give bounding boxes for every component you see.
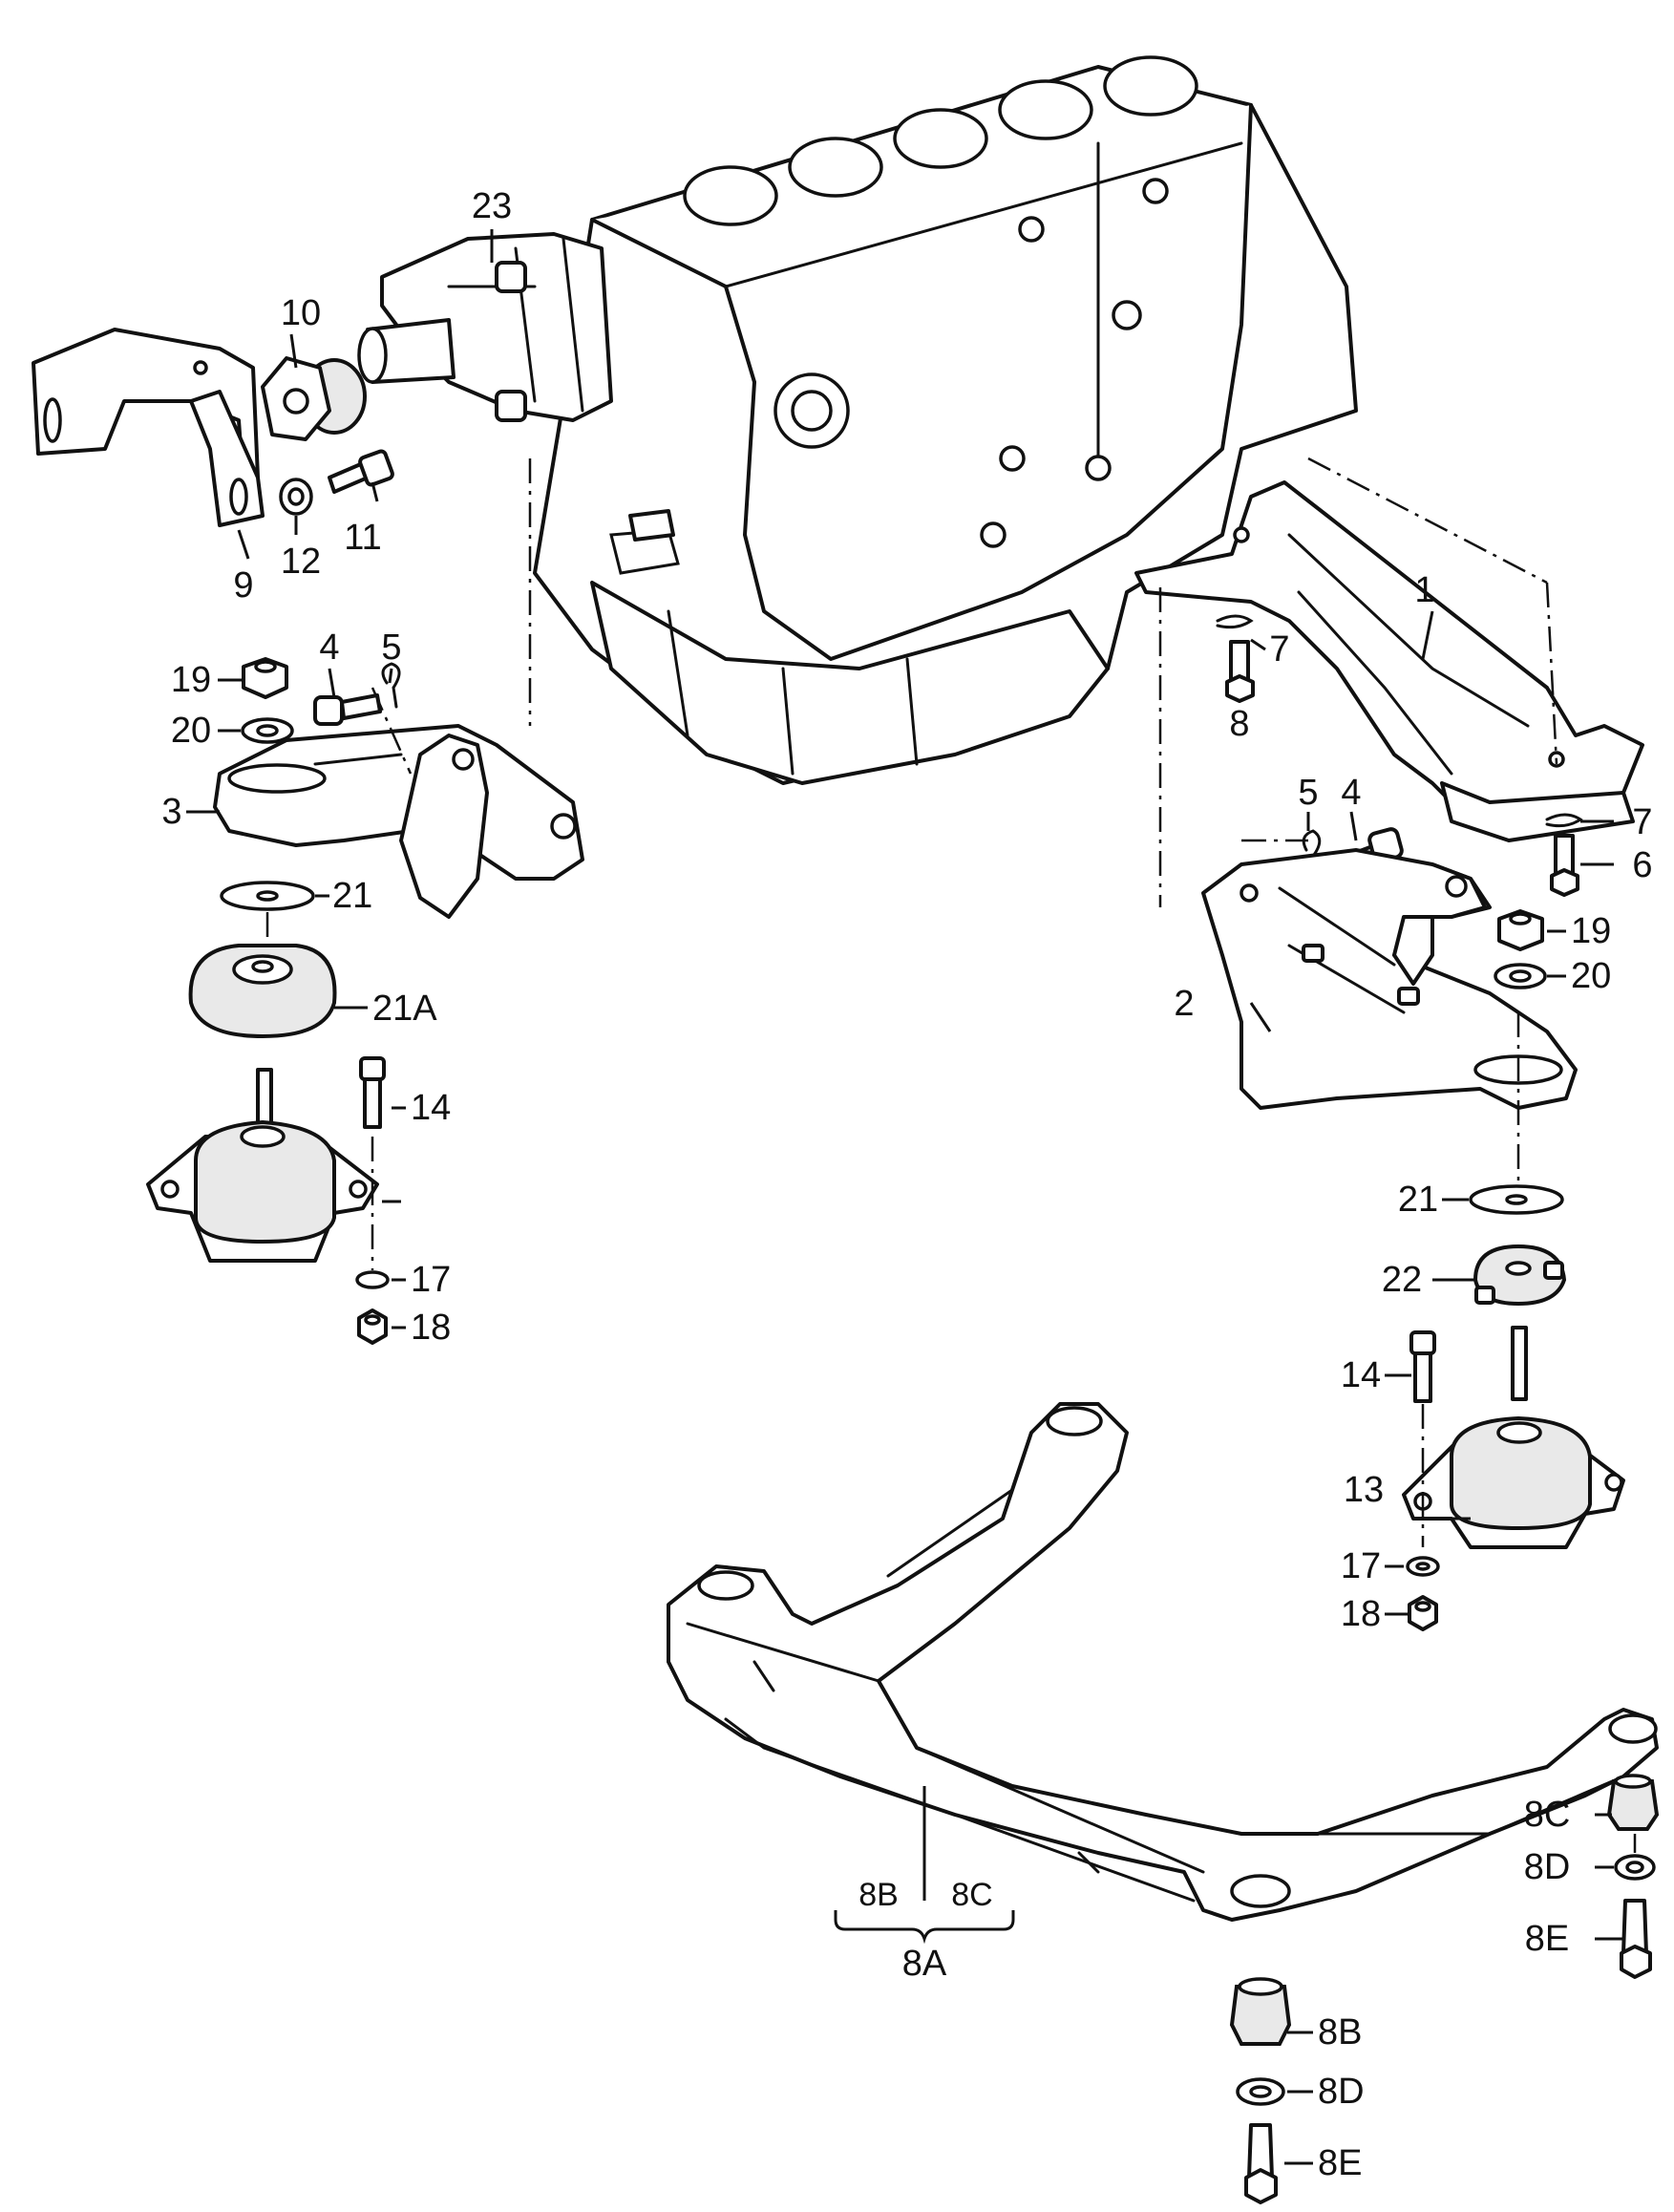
part-3-left-support-arm	[213, 724, 584, 919]
callout-5-left: 5	[381, 627, 401, 668]
callout-19-left: 19	[171, 660, 211, 700]
callout-13: 13	[1344, 1470, 1384, 1510]
callout-20-left: 20	[171, 711, 211, 751]
callout-8B-group: 8B	[858, 1877, 899, 1913]
part-21-washer-left	[220, 881, 315, 911]
callout-11: 11	[344, 518, 381, 558]
part-8B-bushing-bottom	[1229, 1977, 1292, 2046]
callout-8D-bottom: 8D	[1318, 2072, 1365, 2112]
callout-2: 2	[1174, 984, 1194, 1024]
callout-23: 23	[472, 186, 512, 226]
part-20-washer-left	[241, 717, 294, 744]
part-4-bolt-left	[313, 693, 382, 726]
alignment-lines	[265, 457, 1637, 1853]
part-8C-bushing-right	[1606, 1774, 1660, 1831]
part-2-right-support-arm	[1201, 848, 1578, 1110]
part-7-clip-lower	[1545, 813, 1583, 828]
part-17-washer-left	[355, 1270, 390, 1289]
part-23-front-bracket	[357, 232, 613, 422]
callout-7-upper: 7	[1269, 629, 1289, 670]
part-19-nut-left	[242, 657, 288, 699]
part-5-clip-right	[1302, 829, 1322, 876]
part-17-washer-right	[1406, 1556, 1440, 1577]
callout-8E-right: 8E	[1525, 1919, 1569, 1959]
callout-18-left: 18	[411, 1308, 451, 1348]
part-5-clip-left	[381, 662, 401, 709]
callout-14-left: 14	[411, 1088, 451, 1128]
part-12-washer	[279, 478, 313, 516]
part-10-bushing	[261, 356, 367, 441]
part-9-heat-shield	[32, 328, 265, 527]
callout-19-right: 19	[1571, 911, 1611, 951]
callout-9: 9	[233, 565, 253, 606]
callout-20-right: 20	[1571, 956, 1611, 996]
part-8E-bolt-bottom	[1244, 2123, 1278, 2204]
part-13-engine-mount-right	[1402, 1326, 1625, 1549]
callout-10: 10	[281, 293, 321, 333]
part-8E-bolt-right	[1620, 1899, 1652, 1979]
leader-lines	[186, 229, 1623, 2165]
part-21A-rubber-buffer	[188, 944, 337, 1039]
callout-22: 22	[1382, 1260, 1422, 1300]
callout-17-left: 17	[411, 1260, 451, 1300]
callout-8C: 8C	[1524, 1795, 1571, 1835]
callout-1: 1	[1414, 570, 1434, 610]
part-14-bolt-left	[359, 1056, 386, 1129]
callout-8B: 8B	[1318, 2012, 1362, 2052]
part-8D-washer-bottom	[1236, 2077, 1285, 2106]
part-11-bolt	[328, 449, 394, 494]
callout-6: 6	[1632, 845, 1652, 885]
callout-17-right: 17	[1341, 1546, 1381, 1586]
part-20-washer-right	[1494, 963, 1547, 989]
callout-5-right: 5	[1298, 773, 1318, 813]
part-6-bolt	[1550, 834, 1579, 897]
callout-7-lower: 7	[1632, 802, 1652, 842]
part-1-crossmember	[1134, 480, 1644, 842]
part-13A-engine-mount-left	[146, 1068, 379, 1263]
part-21-washer-right	[1469, 1184, 1564, 1215]
callout-4-left: 4	[319, 627, 339, 668]
part-18-nut-right	[1408, 1595, 1438, 1631]
part-19-nut-right	[1497, 909, 1544, 951]
callouts: 1 2 3 4 5 4 5 6 7 7 8 9 10 11 12 13 14 1…	[161, 186, 1652, 2183]
callout-4-right: 4	[1341, 773, 1361, 813]
callout-8E-bottom: 8E	[1318, 2143, 1362, 2183]
callout-18-right: 18	[1341, 1594, 1381, 1634]
part-14-bolt-right	[1409, 1330, 1436, 1403]
part-8A-subframe	[667, 1402, 1659, 1922]
callout-21A: 21A	[372, 989, 437, 1029]
engine-block	[533, 55, 1358, 785]
part-22-rubber-buffer	[1473, 1244, 1567, 1307]
part-18-nut-left	[357, 1308, 388, 1345]
part-8D-washer-right	[1614, 1854, 1656, 1881]
callout-3: 3	[161, 792, 181, 832]
callout-8: 8	[1229, 704, 1249, 744]
callout-8A: 8A	[902, 1944, 947, 1984]
callout-8C-group: 8C	[951, 1877, 992, 1913]
callout-12: 12	[281, 542, 321, 582]
callout-8D-right: 8D	[1524, 1847, 1571, 1887]
callout-21-left: 21	[332, 876, 372, 916]
callout-21-right: 21	[1398, 1180, 1438, 1220]
part-7-clip-upper	[1216, 614, 1254, 629]
part-8-bolt	[1225, 640, 1255, 703]
callout-14-right: 14	[1341, 1355, 1381, 1395]
